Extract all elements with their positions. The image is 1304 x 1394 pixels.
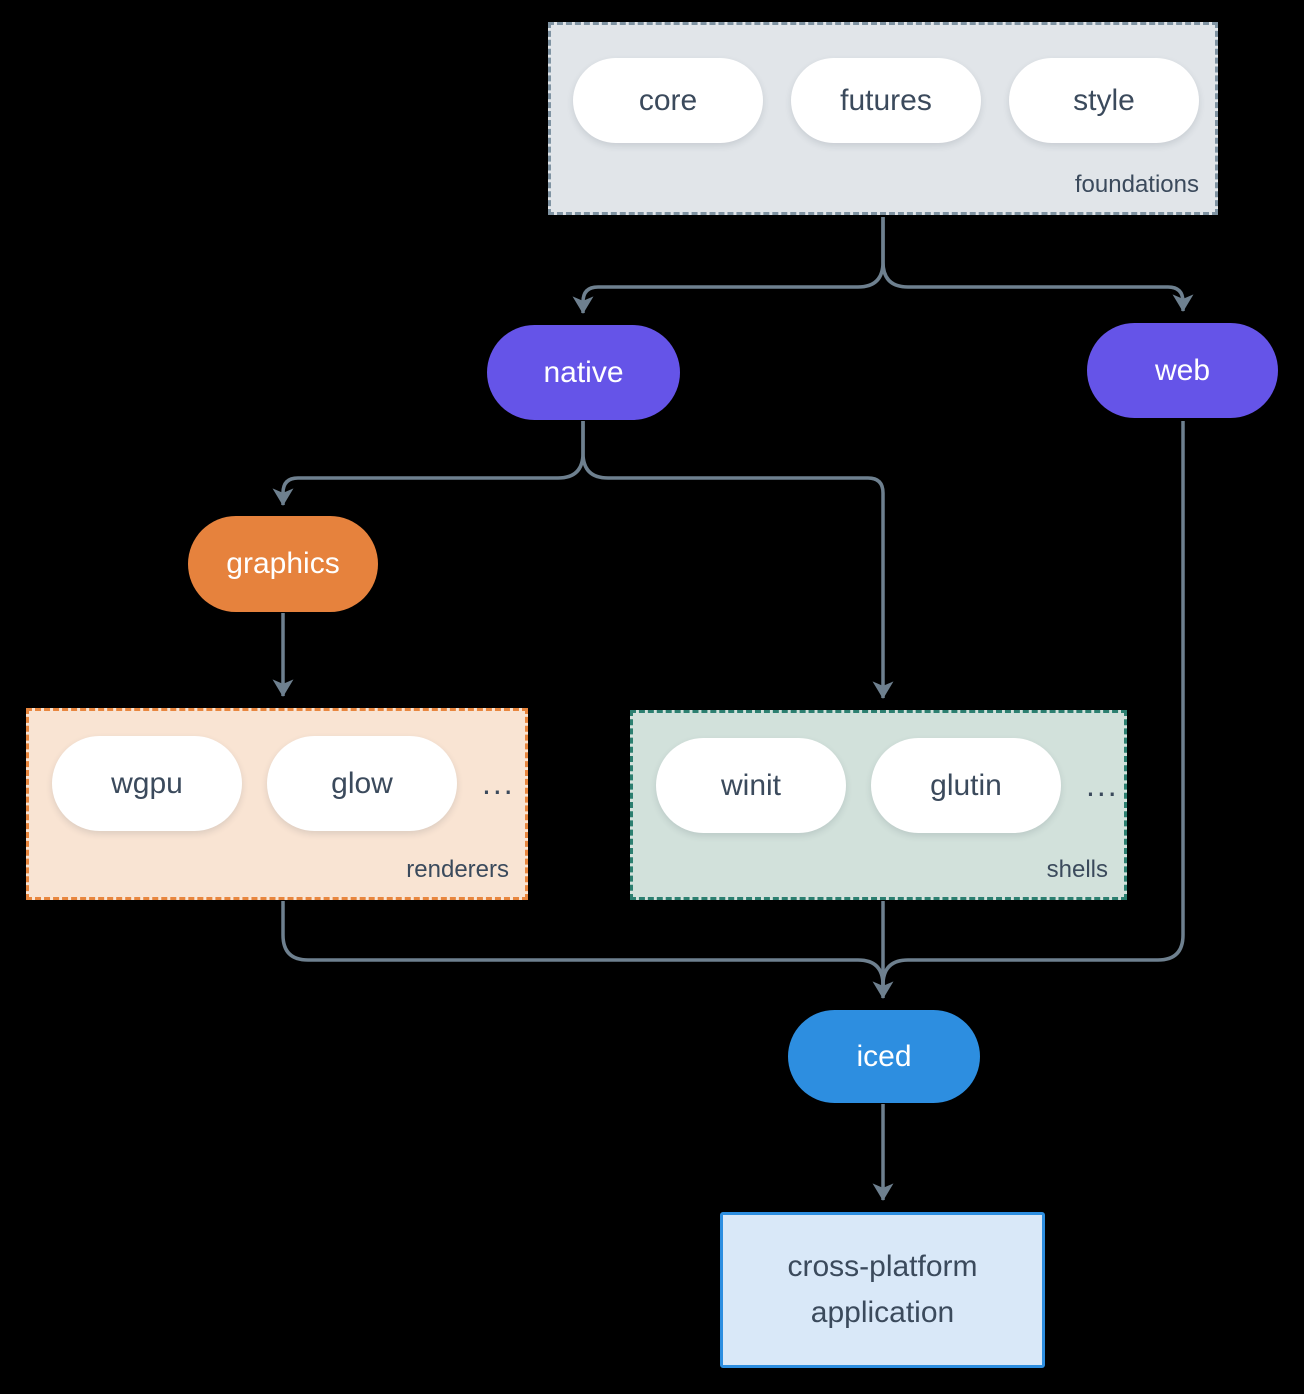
edge-native-shells (581, 421, 894, 699)
edge-renderers-iced (281, 901, 885, 992)
renderers-pill-row: wgpu glow ... (29, 711, 525, 831)
shells-ellipsis: ... (1086, 767, 1119, 803)
edge-foundations-web (881, 217, 1194, 312)
foundations-group: core futures style foundations (548, 22, 1218, 215)
node-winit: winit (656, 738, 846, 833)
node-core: core (573, 58, 763, 143)
renderers-ellipsis: ... (482, 765, 515, 801)
renderers-group: wgpu glow ... renderers (26, 708, 528, 900)
edge-native-graphics (272, 421, 585, 506)
node-style: style (1009, 58, 1199, 143)
renderers-label: renderers (406, 856, 509, 883)
node-web: web (1087, 323, 1278, 418)
node-futures: futures (791, 58, 981, 143)
shells-group: winit glutin ... shells (630, 710, 1127, 900)
cross-platform-application-box: cross-platform application (720, 1212, 1045, 1368)
node-graphics: graphics (188, 516, 378, 612)
node-glow: glow (267, 736, 457, 831)
node-native: native (487, 325, 680, 420)
shells-label: shells (1046, 856, 1108, 883)
foundations-pill-row: core futures style (551, 25, 1215, 143)
edge-foundations-native (572, 217, 885, 314)
node-iced: iced (788, 1010, 980, 1103)
foundations-label: foundations (1074, 171, 1199, 198)
node-glutin: glutin (871, 738, 1061, 833)
edge-web-iced (881, 421, 1185, 992)
shells-pill-row: winit glutin ... (633, 713, 1124, 833)
node-wgpu: wgpu (52, 736, 242, 831)
